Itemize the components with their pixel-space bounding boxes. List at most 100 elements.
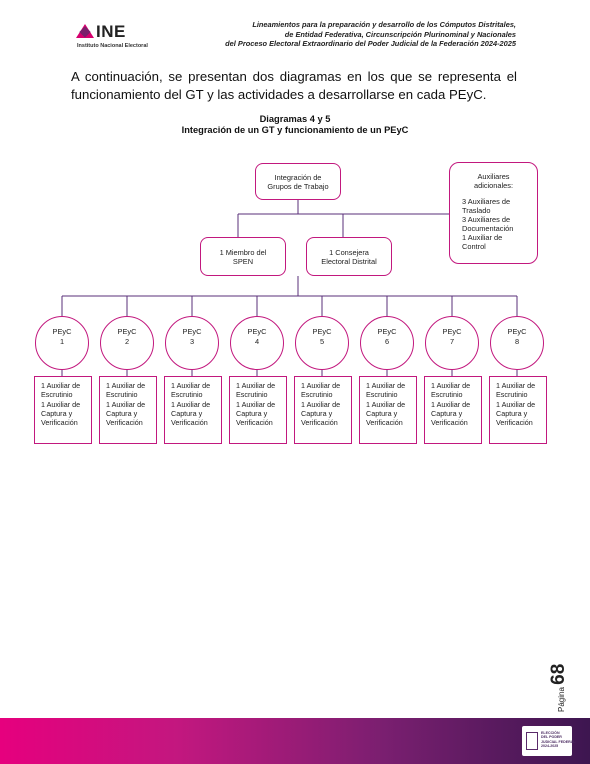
peyc-label: PEyC: [312, 327, 332, 336]
role-text: 1 Auxiliar de: [366, 381, 406, 390]
badge-text: JUDICIAL FEDERAL: [541, 739, 576, 744]
role-text: Captura y: [431, 408, 463, 418]
page-number-value: 68: [548, 663, 569, 685]
peyc-roles-box-5: 1 Auxiliar de Escrutinio 1 Auxiliar de C…: [294, 376, 352, 444]
peyc-circle-8: PEyC 8: [490, 316, 544, 370]
role-text: 1 Auxiliar de: [106, 381, 146, 390]
node-text: Integración de: [274, 172, 322, 182]
role-text: Verificación: [301, 418, 338, 428]
role-text: Verificación: [366, 418, 403, 428]
role-text: 1 Auxiliar de: [496, 399, 536, 409]
peyc-label: PEyC: [507, 327, 527, 336]
node-text: adicionales:: [473, 181, 514, 190]
page-label: Página: [557, 687, 566, 712]
node-text: 3 Auxiliares de: [462, 215, 511, 224]
role-text: Verificación: [431, 418, 468, 428]
role-text: Captura y: [41, 408, 73, 418]
role-text: Escrutinio: [301, 390, 333, 400]
role-text: 1 Auxiliar de: [301, 399, 341, 409]
node-auxiliares-adicionales: Auxiliares adicionales: 3 Auxiliares de …: [449, 162, 538, 264]
page-number: Página 68: [548, 660, 572, 712]
role-text: Captura y: [171, 408, 203, 418]
role-text: Captura y: [106, 408, 138, 418]
courthouse-icon: [526, 732, 538, 750]
role-text: Verificación: [236, 418, 273, 428]
peyc-label: PEyC: [442, 327, 462, 336]
role-text: 1 Auxiliar de: [301, 381, 341, 390]
logo-subtitle: Instituto Nacional Electoral: [77, 43, 148, 49]
peyc-label: PEyC: [117, 327, 137, 336]
role-text: 1 Auxiliar de: [171, 381, 211, 390]
node-text: 3 Auxiliares de: [462, 197, 511, 206]
peyc-label: PEyC: [182, 327, 202, 336]
role-text: 1 Auxiliar de: [236, 381, 276, 390]
peyc-number: 4: [254, 337, 260, 346]
role-text: Escrutinio: [366, 390, 398, 400]
role-text: Captura y: [496, 408, 528, 418]
peyc-label: PEyC: [247, 327, 267, 336]
peyc-circle-7: PEyC 7: [425, 316, 479, 370]
intro-line: A continuación, se presentan dos diagram…: [71, 69, 517, 84]
role-text: Captura y: [366, 408, 398, 418]
role-text: 1 Auxiliar de: [41, 381, 81, 390]
node-text: Documentación: [462, 224, 514, 233]
role-text: Verificación: [106, 418, 143, 428]
peyc-number: 3: [189, 337, 195, 346]
peyc-circle-3: PEyC 3: [165, 316, 219, 370]
peyc-number: 8: [514, 337, 520, 346]
ine-logo: INE Instituto Nacional Electoral: [76, 22, 166, 50]
node-text: 1 Consejera: [329, 247, 369, 257]
badge-text: 2024-2025: [541, 744, 559, 749]
peyc-number: 5: [319, 337, 325, 346]
peyc-circle-5: PEyC 5: [295, 316, 349, 370]
header-line: de Entidad Federativa, Circunscripción P…: [284, 29, 516, 39]
peyc-circle-6: PEyC 6: [360, 316, 414, 370]
document-header-title: Lineamientos para la preparación y desar…: [225, 20, 516, 49]
badge-text: ELECCIÓN: [541, 731, 560, 735]
caption-line: Diagramas 4 y 5: [259, 114, 331, 124]
peyc-label: PEyC: [52, 327, 72, 336]
intro-paragraph: A continuación, se presentan dos diagram…: [71, 68, 517, 104]
node-integracion-grupos: Integración de Grupos de Trabajo: [255, 163, 341, 200]
role-text: Escrutinio: [171, 390, 203, 400]
peyc-number: 1: [59, 337, 65, 346]
role-text: Escrutinio: [106, 390, 138, 400]
role-text: 1 Auxiliar de: [431, 399, 471, 409]
peyc-roles-box-3: 1 Auxiliar de Escrutinio 1 Auxiliar de C…: [164, 376, 222, 444]
node-text: SPEN: [232, 256, 254, 266]
badge-text: DEL PODER: [541, 735, 562, 740]
role-text: 1 Auxiliar de: [41, 399, 81, 409]
peyc-label: PEyC: [377, 327, 397, 336]
role-text: Captura y: [236, 408, 268, 418]
diagram-caption: Diagramas 4 y 5 Integración de un GT y f…: [0, 114, 590, 136]
role-text: Verificación: [496, 418, 533, 428]
role-text: Escrutinio: [41, 390, 73, 400]
peyc-circle-4: PEyC 4: [230, 316, 284, 370]
peyc-roles-box-2: 1 Auxiliar de Escrutinio 1 Auxiliar de C…: [99, 376, 157, 444]
role-text: 1 Auxiliar de: [106, 399, 146, 409]
peyc-circle-2: PEyC 2: [100, 316, 154, 370]
role-text: 1 Auxiliar de: [236, 399, 276, 409]
peyc-roles-box-1: 1 Auxiliar de Escrutinio 1 Auxiliar de C…: [34, 376, 92, 444]
intro-line: funcionamiento del GT y las actividades …: [71, 87, 487, 102]
node-text: 1 Auxiliar de: [462, 233, 503, 242]
node-text: Electoral Distrital: [321, 256, 377, 266]
role-text: Captura y: [301, 408, 333, 418]
peyc-number: 2: [124, 337, 130, 346]
role-text: 1 Auxiliar de: [171, 399, 211, 409]
role-text: 1 Auxiliar de: [366, 399, 406, 409]
node-text: 1 Miembro del: [219, 247, 267, 257]
node-text: Grupos de Trabajo: [267, 181, 329, 191]
node-miembro-spen: 1 Miembro del SPEN: [200, 237, 286, 276]
node-text: Control: [462, 242, 486, 251]
peyc-roles-box-8: 1 Auxiliar de Escrutinio 1 Auxiliar de C…: [489, 376, 547, 444]
peyc-number: 7: [449, 337, 455, 346]
header-line: Lineamientos para la preparación y desar…: [252, 20, 516, 29]
election-badge: ELECCIÓN DEL PODER JUDICIAL FEDERAL 2024…: [522, 726, 576, 756]
node-consejera-electoral: 1 Consejera Electoral Distrital: [306, 237, 392, 276]
role-text: 1 Auxiliar de: [431, 381, 471, 390]
role-text: Verificación: [171, 418, 208, 428]
peyc-number: 6: [384, 337, 390, 346]
role-text: Escrutinio: [236, 390, 268, 400]
